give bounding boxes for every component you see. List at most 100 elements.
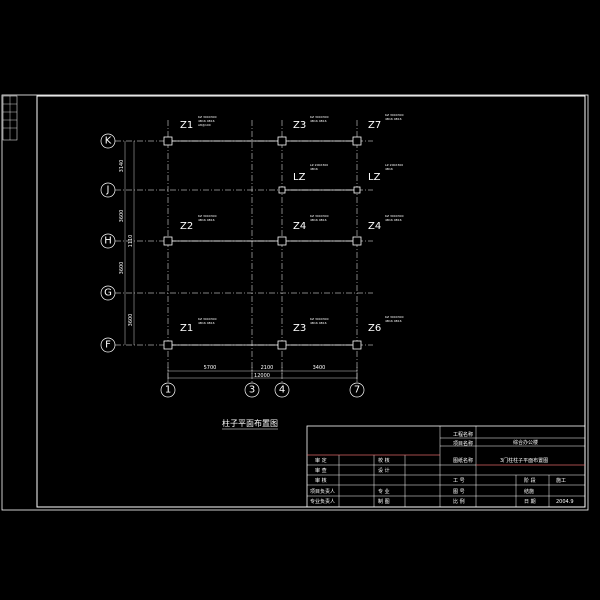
svg-text:F: F [105, 340, 111, 351]
column-f4: Z3 KZ 300X300 4B16 4B16 [277, 317, 329, 350]
svg-text:4B16 4B16: 4B16 4B16 [310, 321, 327, 325]
svg-text:4B16: 4B16 [385, 167, 393, 171]
dim-2100: 2100 [261, 365, 274, 371]
dim-left-inner-1: 3600 [128, 314, 134, 327]
svg-text:KZ 300X300: KZ 300X300 [385, 113, 404, 117]
svg-text:J: J [106, 185, 110, 196]
svg-text:审 查: 审 查 [315, 467, 327, 474]
svg-text:工 号: 工 号 [453, 478, 465, 484]
svg-text:校 核: 校 核 [378, 457, 390, 464]
svg-text:7: 7 [354, 385, 360, 396]
svg-text:项目负责人: 项目负责人 [310, 488, 335, 495]
column-k1: Z1 KZ 300X300 4B16 4B16 A8@100 [163, 115, 217, 146]
svg-text:4B16 4B16: 4B16 4B16 [385, 319, 402, 323]
left-dimension-lines [124, 141, 135, 345]
svg-text:K: K [105, 136, 112, 147]
svg-text:Z7: Z7 [368, 120, 381, 131]
svg-text:4B16: 4B16 [310, 167, 318, 171]
axis-lines [115, 120, 373, 382]
column-h1: Z2 KZ 300X300 4B16 4B16 [163, 214, 217, 246]
column-j7: LZ LZ 200X300 4B16 [353, 163, 403, 194]
column-h4: Z4 KZ 300X300 4B16 4B16 [277, 214, 329, 246]
dim-left-1: 3600 [119, 210, 125, 223]
svg-text:4B16 4B16: 4B16 4B16 [198, 321, 215, 325]
axis-bubble-4: 4 [274, 382, 290, 398]
drawing-frame [36, 95, 586, 508]
axis-bubble-3: 3 [244, 382, 260, 398]
svg-text:Z4: Z4 [293, 221, 306, 232]
svg-text:KZ 300X300: KZ 300X300 [310, 317, 329, 321]
svg-text:A8@100: A8@100 [198, 123, 211, 127]
svg-text:比 例: 比 例 [453, 498, 465, 505]
axis-bubble-f: F [100, 337, 116, 353]
svg-text:3: 3 [249, 385, 255, 396]
svg-text:4B16 4B16: 4B16 4B16 [198, 119, 215, 123]
column-f1: Z1 KZ 300X300 4B16 4B16 [163, 317, 217, 350]
svg-text:Z3: Z3 [293, 120, 306, 131]
svg-text:Z4: Z4 [368, 221, 381, 232]
svg-text:4: 4 [279, 385, 285, 396]
svg-text:Z1: Z1 [180, 120, 193, 131]
column-k7: Z7 KZ 300X300 4B16 4B16 [352, 113, 404, 146]
svg-text:专 业: 专 业 [378, 488, 390, 495]
svg-text:2004.9: 2004.9 [556, 499, 574, 505]
svg-text:审 定: 审 定 [315, 457, 327, 464]
dim-left-0: 3140 [119, 160, 125, 173]
svg-text:Z6: Z6 [368, 323, 381, 334]
axis-bubble-j: J [100, 182, 116, 198]
svg-text:LZ: LZ [293, 172, 306, 183]
svg-text:制 图: 制 图 [378, 498, 390, 505]
svg-text:4B16 4B16: 4B16 4B16 [198, 218, 215, 222]
axis-bubble-h: H [100, 233, 116, 249]
svg-text:日 期: 日 期 [524, 499, 536, 505]
beam-lines [168, 140, 357, 346]
svg-text:结施: 结施 [524, 488, 534, 495]
column-j4: LZ LZ 200X300 4B16 [278, 163, 328, 194]
corner-stamp [2, 95, 18, 141]
svg-text:Z3: Z3 [293, 323, 306, 334]
svg-text:LZ 200X300: LZ 200X300 [385, 163, 403, 167]
dim-3400: 3400 [313, 365, 326, 371]
bottom-dimension-lines [167, 367, 358, 381]
svg-text:4B16 4B16: 4B16 4B16 [385, 218, 402, 222]
dim-left-2: 3600 [119, 262, 125, 275]
axis-bubble-7: 7 [349, 382, 365, 398]
dim-total: 12000 [254, 373, 270, 379]
svg-text:LZ 200X300: LZ 200X300 [310, 163, 328, 167]
outer-frame [1, 94, 589, 511]
dim-left-inner-0: 1110 [128, 235, 134, 248]
column-f7: Z6 KZ 300X300 4B16 4B16 [352, 315, 404, 350]
column-k4: Z3 KZ 300X300 4B16 4B16 [277, 115, 329, 146]
axis-bubble-g: G [100, 285, 116, 301]
project-name: 综合办公楼 [513, 439, 538, 446]
axis-bubble-k: K [100, 133, 116, 149]
svg-text:专业负责人: 专业负责人 [310, 498, 335, 505]
project-name-label: 工程名称 [453, 431, 473, 438]
svg-text:1: 1 [165, 385, 171, 396]
svg-text:LZ: LZ [368, 172, 381, 183]
svg-text:4B16 4B16: 4B16 4B16 [310, 119, 327, 123]
drawing-name-label: 图纸名称 [453, 457, 473, 464]
svg-text:阶 段: 阶 段 [524, 477, 536, 484]
svg-text:H: H [104, 236, 112, 247]
column-h7: Z4 KZ 300X300 4B16 4B16 [352, 214, 404, 246]
svg-text:Z2: Z2 [180, 221, 193, 232]
svg-text:KZ 300X300: KZ 300X300 [198, 317, 217, 321]
svg-text:KZ 300X300: KZ 300X300 [310, 214, 329, 218]
svg-text:KZ 300X300: KZ 300X300 [310, 115, 329, 119]
svg-text:审 核: 审 核 [315, 477, 327, 484]
axis-bubble-1: 1 [160, 382, 176, 398]
dim-5700: 5700 [204, 365, 217, 371]
svg-text:KZ 300X300: KZ 300X300 [198, 214, 217, 218]
title-block: 工程名称 综合办公楼 项目名称 图纸名称 3门柱柱子平面布置图 审 定 校 核 … [306, 425, 586, 508]
svg-text:KZ 300X300: KZ 300X300 [385, 315, 404, 319]
sub-item-label: 项目名称 [453, 440, 473, 447]
svg-text:图 号: 图 号 [453, 489, 465, 495]
svg-text:KZ 300X300: KZ 300X300 [198, 115, 217, 119]
plan-title: 柱子平面布置图 [222, 418, 278, 428]
svg-text:KZ 300X300: KZ 300X300 [385, 214, 404, 218]
svg-text:G: G [104, 288, 112, 299]
svg-text:施工: 施工 [556, 477, 566, 484]
svg-text:Z1: Z1 [180, 323, 193, 334]
